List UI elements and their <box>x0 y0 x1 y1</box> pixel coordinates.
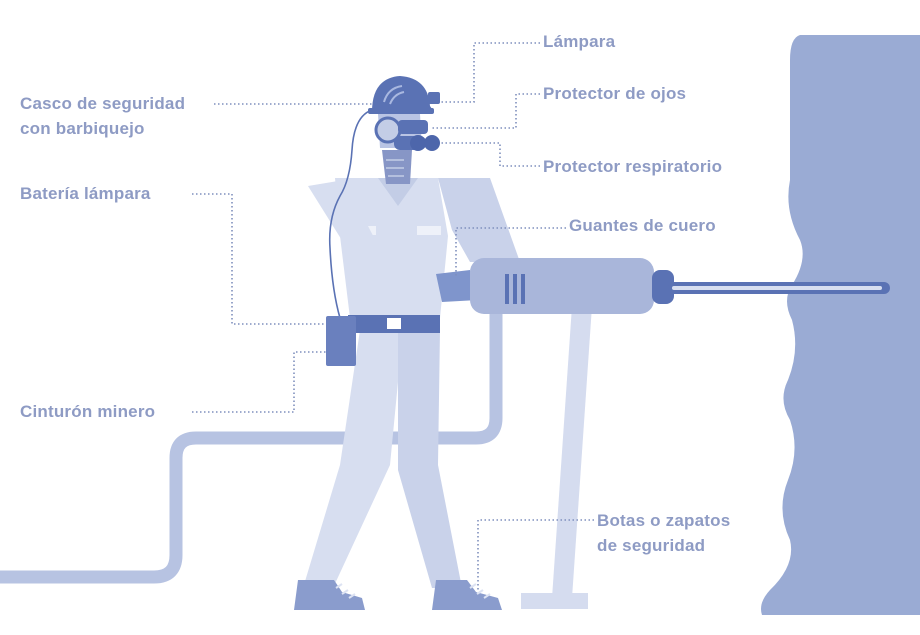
leader-guantes <box>455 227 566 276</box>
label-botas-line2: de seguridad <box>597 536 706 555</box>
leader-cinturon <box>192 351 326 413</box>
label-cinturon: Cinturón minero <box>20 402 156 421</box>
miner-neck <box>382 150 412 184</box>
miner-arm-right <box>438 178 520 262</box>
helmet-brim <box>368 108 434 114</box>
label-casco-line1: Casco de seguridad <box>20 94 186 113</box>
label-guantes: Guantes de cuero <box>569 216 716 235</box>
leader-bateria <box>192 193 326 325</box>
belt-buckle <box>385 316 403 331</box>
boot-right <box>432 580 502 610</box>
boot-left-laces <box>335 583 356 599</box>
label-protector-ojos: Protector de ojos <box>543 84 687 103</box>
air-hose <box>0 303 503 584</box>
label-lampara: Lámpara <box>543 32 616 51</box>
label-casco-line2: con barbiquejo <box>20 119 145 138</box>
label-protector-respiratorio: Protector respiratorio <box>543 157 723 176</box>
safety-helmet <box>372 76 434 112</box>
miner-leg-left <box>303 330 403 588</box>
leader-lampara <box>440 42 540 103</box>
leader-lines <box>192 42 594 592</box>
gloved-hand <box>436 270 478 302</box>
leader-protector-ojos <box>430 93 540 129</box>
respirator-filter-1 <box>410 135 426 151</box>
helmet-stripes <box>383 85 405 105</box>
boot-right-laces <box>469 583 491 599</box>
pocket-right <box>417 226 441 235</box>
label-bateria: Batería lámpara <box>20 184 151 203</box>
neck-texture <box>386 159 404 177</box>
lamp-cable <box>328 109 373 319</box>
eye-protector-band <box>398 120 428 134</box>
label-botas-line1: Botas o zapatos <box>597 511 731 530</box>
drill-collar <box>652 270 674 304</box>
boot-left <box>294 580 365 610</box>
leader-protector-respiratorio <box>440 142 540 167</box>
rock-wall <box>761 35 920 615</box>
miner-arm-left <box>308 180 444 298</box>
miner-leg-right <box>398 330 462 588</box>
drill-support-foot <box>521 593 588 609</box>
cap-lamp <box>428 92 440 104</box>
drill-grille <box>505 274 525 304</box>
drill-support-leg <box>552 306 592 598</box>
respirator-filter-2 <box>424 135 440 151</box>
leader-botas <box>477 519 594 592</box>
lamp-battery <box>326 316 356 366</box>
drill-rod-inner <box>672 286 882 290</box>
shirt-collar <box>378 178 418 206</box>
drill-body <box>470 258 654 314</box>
